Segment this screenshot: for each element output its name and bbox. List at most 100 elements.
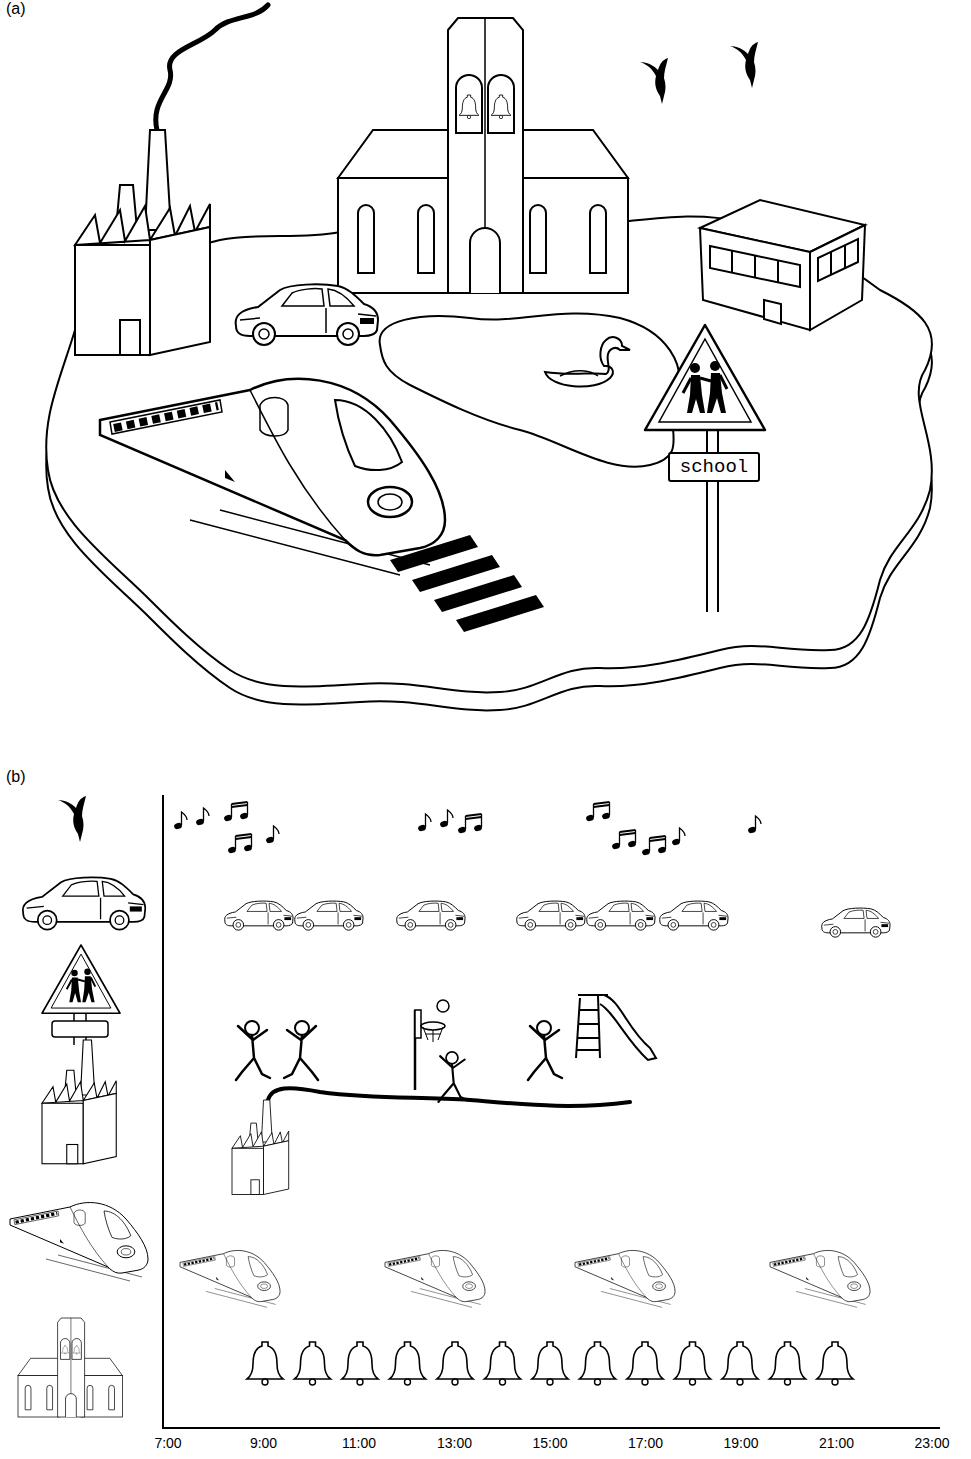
birdsong-notes-part (457, 814, 483, 834)
office-building-part (810, 225, 865, 330)
traffic-cars-part (295, 901, 363, 930)
passing-trains-part (770, 1250, 870, 1307)
playing-children-part (284, 1021, 318, 1080)
node-text: school (680, 458, 748, 477)
passing-trains-part (180, 1250, 280, 1307)
church-bells-part (247, 1342, 283, 1385)
church-bells-part (390, 1342, 426, 1385)
traffic-cars-part (517, 901, 585, 930)
factory (75, 130, 210, 355)
panel-label: (b) (6, 768, 26, 786)
playing-children-part (528, 1021, 562, 1080)
school-sign-icon-part (52, 1021, 108, 1037)
traffic-cars-part (660, 901, 728, 930)
bird (640, 58, 668, 104)
panel-label: (a) (6, 0, 26, 18)
church-bells-part (627, 1342, 663, 1385)
factory-emission-part (232, 1100, 289, 1195)
traffic-cars (225, 901, 890, 937)
factory-emission-part (268, 1088, 630, 1106)
passing-trains (180, 1250, 870, 1307)
church-bells-part (675, 1342, 711, 1385)
bird (730, 42, 758, 88)
traffic-cars-part (397, 901, 465, 930)
birdsong-notes-part (585, 802, 611, 822)
playing-children-part (438, 1052, 467, 1102)
sign-board: school (668, 452, 760, 482)
birdsong-notes-part (641, 836, 667, 856)
birdsong-notes-part (173, 812, 187, 830)
playing-children-part (600, 995, 656, 1060)
birdsong-notes-part (223, 802, 249, 822)
school-sign-part (645, 325, 765, 430)
train-icon (10, 1203, 148, 1281)
church-bells-part (295, 1342, 331, 1385)
school-sign (645, 325, 765, 612)
office-building-part (700, 228, 810, 330)
pond-part (560, 371, 598, 376)
playing-children-part (423, 1027, 443, 1042)
car-icon (23, 877, 145, 929)
office-building-part (831, 245, 845, 275)
traffic-cars-part (587, 901, 655, 930)
birdsong-notes-part (195, 808, 209, 826)
factory-icon (42, 1040, 116, 1164)
church (338, 18, 628, 293)
playing-children-part (236, 1021, 270, 1080)
birdsong-notes-part (747, 816, 761, 834)
traffic-cars-part (822, 908, 890, 937)
birdsong-notes-part (417, 814, 431, 832)
bird-icon (58, 796, 86, 842)
church-bells-part (437, 1342, 473, 1385)
axis-tick-label: 9:00 (234, 1435, 294, 1451)
axis-tick-label: 21:00 (807, 1435, 867, 1451)
axis-tick-label: 19:00 (711, 1435, 771, 1451)
school-sign-icon-part (42, 945, 120, 1013)
church-bells-part (580, 1342, 616, 1385)
train (100, 379, 445, 575)
traffic-cars-part (225, 901, 293, 930)
passing-trains-part (575, 1250, 675, 1307)
pond-part (380, 313, 680, 466)
church-bells-part (485, 1342, 521, 1385)
axis-tick-label: 15:00 (520, 1435, 580, 1451)
factory-emission (232, 1088, 630, 1194)
pond (380, 313, 680, 466)
axis-tick-label: 17:00 (616, 1435, 676, 1451)
office-building-part (710, 246, 800, 287)
pond-part (545, 337, 630, 386)
office-building-part (764, 300, 781, 324)
playing-children-part (421, 1022, 445, 1030)
birdsong-notes-part (611, 830, 637, 850)
birdsong-notes-part (671, 828, 685, 846)
car (236, 284, 378, 345)
office-building-part (818, 239, 858, 281)
birdsong-notes-part (227, 834, 253, 854)
church-icon (18, 1318, 122, 1417)
church-bells (247, 1342, 853, 1385)
axis-tick-label: 11:00 (329, 1435, 389, 1451)
office-building-part (732, 251, 778, 282)
axis-tick-label: 23:00 (902, 1435, 962, 1451)
birdsong-notes-part (439, 810, 453, 828)
time-axis (163, 795, 940, 1428)
smoke (156, 5, 268, 130)
school-sign-icon (42, 945, 120, 1045)
church-bells-part (770, 1342, 806, 1385)
axis-tick-label: 13:00 (425, 1435, 485, 1451)
birdsong-notes (173, 802, 761, 856)
birdsong-notes-part (265, 826, 279, 844)
axis-tick-label: 7:00 (138, 1435, 198, 1451)
church-bells-part (817, 1342, 853, 1385)
office-building (700, 200, 865, 330)
playing-children (236, 995, 656, 1102)
playing-children-part (437, 1000, 449, 1012)
church-bells-part (532, 1342, 568, 1385)
passing-trains-part (385, 1250, 485, 1307)
church-bells-part (342, 1342, 378, 1385)
church-bells-part (722, 1342, 758, 1385)
